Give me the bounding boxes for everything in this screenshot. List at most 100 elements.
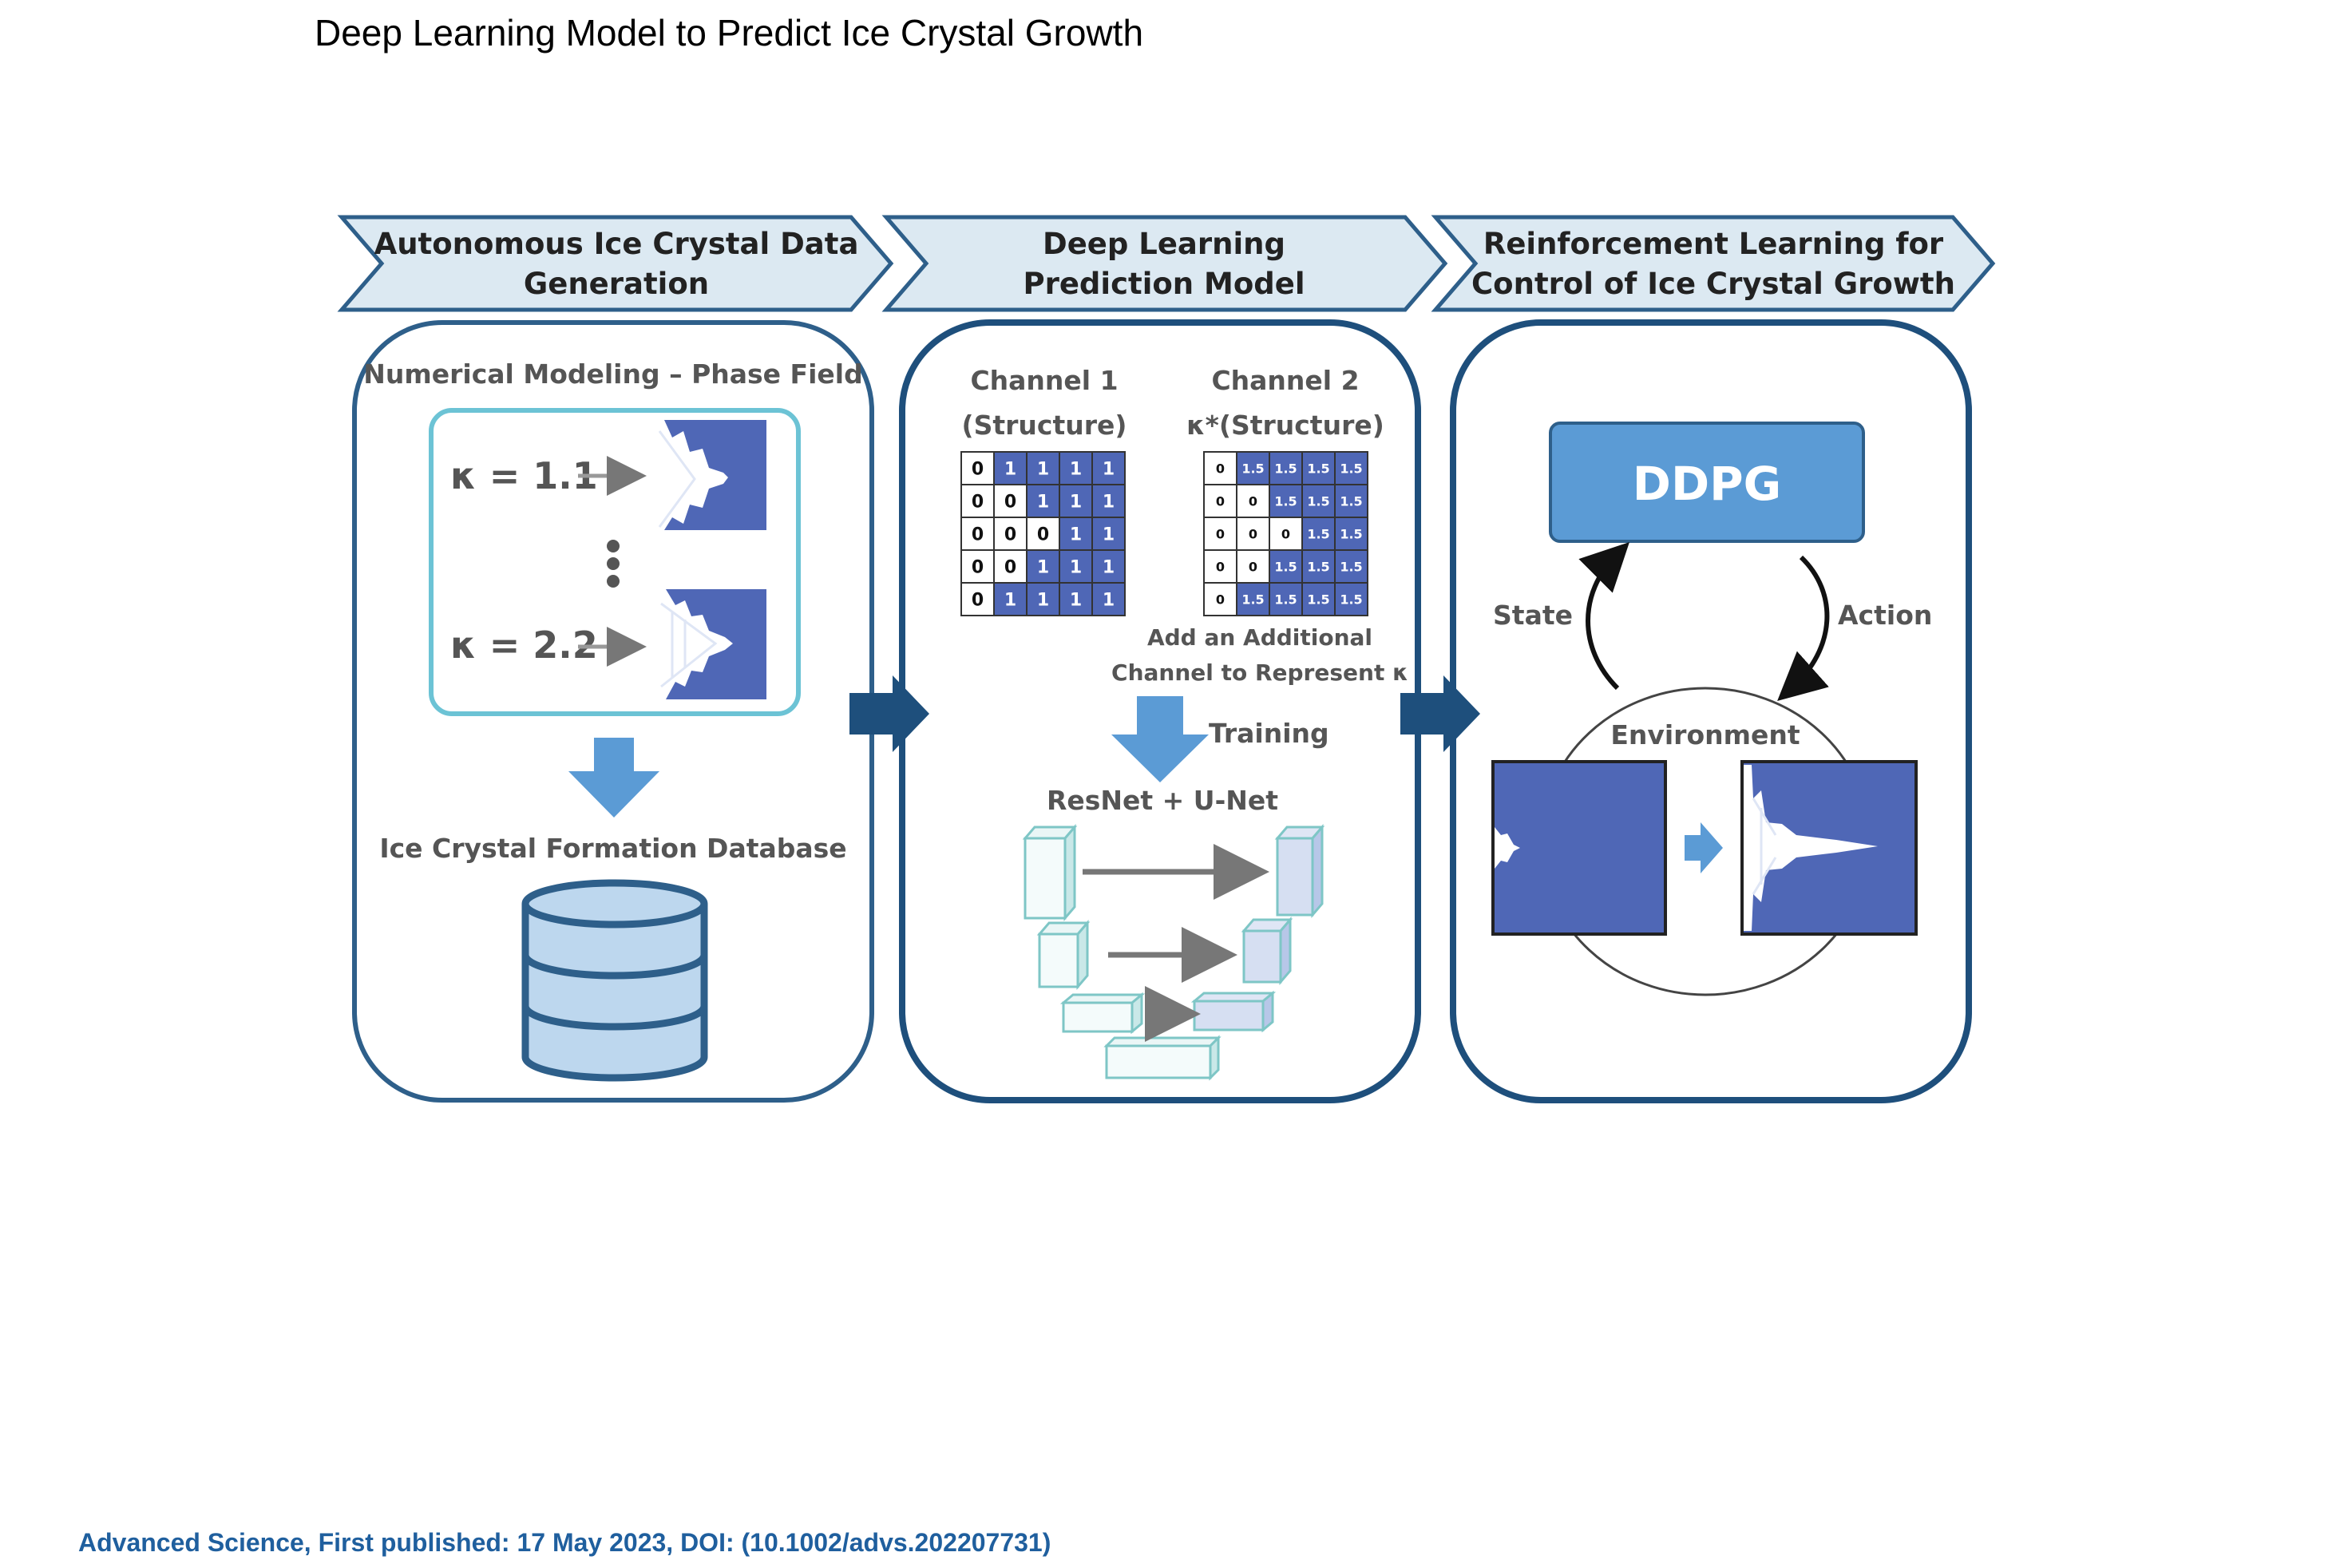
action-arrow: [1777, 555, 1830, 701]
grid-cell-value: 0: [1249, 526, 1257, 541]
crystal-image-high: [655, 589, 766, 699]
grid-cell: [1334, 484, 1368, 518]
grid-cell-value: 0: [1216, 559, 1225, 574]
channel2-subtitle: κ*(Structure): [1186, 410, 1384, 441]
grid-cell-value: 1: [1070, 525, 1082, 544]
encoder-block-2: [1036, 919, 1091, 991]
citation-footer: Advanced Science, First published: 17 Ma…: [78, 1528, 1051, 1557]
unet-diagram: [1022, 823, 1325, 1081]
grid-cell-value: 1: [1070, 492, 1082, 512]
kappa-label-low: κ = 1.1: [450, 454, 598, 497]
ddpg-label: DDPG: [1633, 457, 1781, 511]
grid-cell-value: 1.5: [1274, 559, 1297, 574]
grid-cell-value: 0: [1004, 557, 1016, 577]
add-channel-line1: Add an Additional: [1147, 624, 1372, 651]
grid-cell-value: 1: [1070, 557, 1082, 577]
grid-cell-value: 0: [1004, 525, 1016, 544]
grid-cell-value: 1: [1070, 459, 1082, 479]
grid-cell-value: 1: [1070, 590, 1082, 610]
grid-cell-value: 1.5: [1241, 461, 1264, 476]
phase-field-heading: Numerical Modeling – Phase Field: [363, 358, 862, 390]
stage-3-line1: Reinforcement Learning for: [1483, 227, 1944, 261]
channel2-grid: 0 1.5 1.5 1.5 1.5 0 0 1.5 1.5 1.5 0 0 0 1.5 1.5 0 0 1.5 1.…: [1203, 451, 1368, 616]
grid-cell-value: 1: [1037, 459, 1049, 479]
grid-cell-value: 0: [1216, 526, 1225, 541]
grid-cell-value: 1.5: [1274, 493, 1297, 509]
page-title: Deep Learning Model to Predict Ice Cryst…: [315, 12, 1144, 53]
connector-arrow-1: [849, 675, 929, 752]
channel1-title: Channel 1: [970, 365, 1118, 396]
crystal-image-low: [655, 420, 766, 530]
grid-cell-value: 0: [972, 590, 984, 610]
grid-cell: [960, 517, 995, 551]
stage-banner-3: Reinforcement Learning for Control of Ic…: [1431, 215, 1996, 312]
grid-cell: [1334, 582, 1368, 616]
grid-cell-value: 0: [1216, 493, 1225, 509]
grid-cell-value: 0: [1004, 492, 1016, 512]
grid-cell-value: 0: [1249, 493, 1257, 509]
decoder-block-2: [1241, 916, 1293, 986]
training-label: Training: [1209, 718, 1329, 749]
grid-cell: [1091, 517, 1126, 551]
stage-2-line2: Prediction Model: [1023, 267, 1305, 301]
grid-cell-value: 1: [1103, 590, 1115, 610]
grid-cell: [1269, 549, 1303, 584]
down-arrow-training: [1111, 696, 1209, 782]
state-label: State: [1493, 600, 1573, 631]
grid-cell-value: 0: [972, 557, 984, 577]
grid-cell-value: 1.5: [1274, 461, 1297, 476]
grid-cell: [1334, 517, 1368, 551]
grid-cell-value: 1: [1037, 492, 1049, 512]
transition-arrow: [1685, 822, 1723, 873]
grid-cell: [1236, 582, 1270, 616]
database-label: Ice Crystal Formation Database: [379, 833, 846, 864]
grid-cell-value: 0: [1037, 525, 1049, 544]
vertical-ellipsis-icon: [607, 540, 620, 588]
grid-cell: [1269, 451, 1303, 485]
down-arrow-to-database: [568, 738, 659, 818]
grid-cell-value: 1: [1037, 557, 1049, 577]
grid-cell-value: 1.5: [1340, 493, 1362, 509]
grid-cell: [993, 517, 1028, 551]
grid-cell-value: 1: [1004, 590, 1016, 610]
grid-cell: [1059, 549, 1093, 584]
grid-cell-value: 1: [1103, 525, 1115, 544]
grid-cell: [1236, 549, 1270, 584]
grid-cell: [960, 582, 995, 616]
grid-cell: [1269, 517, 1303, 551]
stage-3-line2: Control of Ice Crystal Growth: [1471, 267, 1955, 301]
ddpg-agent-box: [1549, 422, 1865, 543]
encoder-block-1: [1022, 823, 1078, 922]
grid-cell-value: 1: [1103, 492, 1115, 512]
grid-cell-value: 1.5: [1241, 592, 1264, 607]
add-channel-line2: Channel to Represent κ: [1111, 659, 1408, 686]
channel1-subtitle: (Structure): [962, 410, 1127, 441]
database-icon: [521, 879, 708, 1082]
encoder-block-3: [1059, 992, 1146, 1035]
grid-cell-value: 0: [1281, 526, 1290, 541]
grid-cell-value: 1: [1004, 459, 1016, 479]
grid-cell: [1334, 549, 1368, 584]
grid-cell-value: 1.5: [1307, 493, 1329, 509]
grid-cell-value: 1.5: [1307, 526, 1329, 541]
grid-cell-value: 1.5: [1307, 559, 1329, 574]
grid-cell-value: 1.5: [1340, 461, 1362, 476]
grid-cell-value: 0: [1249, 559, 1257, 574]
environment-label: Environment: [1610, 719, 1800, 750]
connector-arrow-2: [1400, 675, 1480, 752]
model-label: ResNet + U-Net: [1047, 785, 1278, 816]
grid-cell-value: 0: [972, 492, 984, 512]
grid-cell: [1269, 582, 1303, 616]
stage-banner-1: Autonomous Ice Crystal Data Generation: [337, 215, 894, 312]
grid-cell: [1301, 451, 1336, 485]
grid-cell-value: 0: [972, 525, 984, 544]
decoder-block-1: [1274, 823, 1325, 919]
environment-state-after: [1740, 760, 1918, 936]
grid-cell: [1059, 484, 1093, 518]
grid-cell-value: 1.5: [1307, 461, 1329, 476]
action-label: Action: [1838, 600, 1932, 631]
grid-cell-value: 0: [1216, 592, 1225, 607]
grid-cell-value: 1.5: [1274, 592, 1297, 607]
grid-cell-value: 1.5: [1340, 559, 1362, 574]
